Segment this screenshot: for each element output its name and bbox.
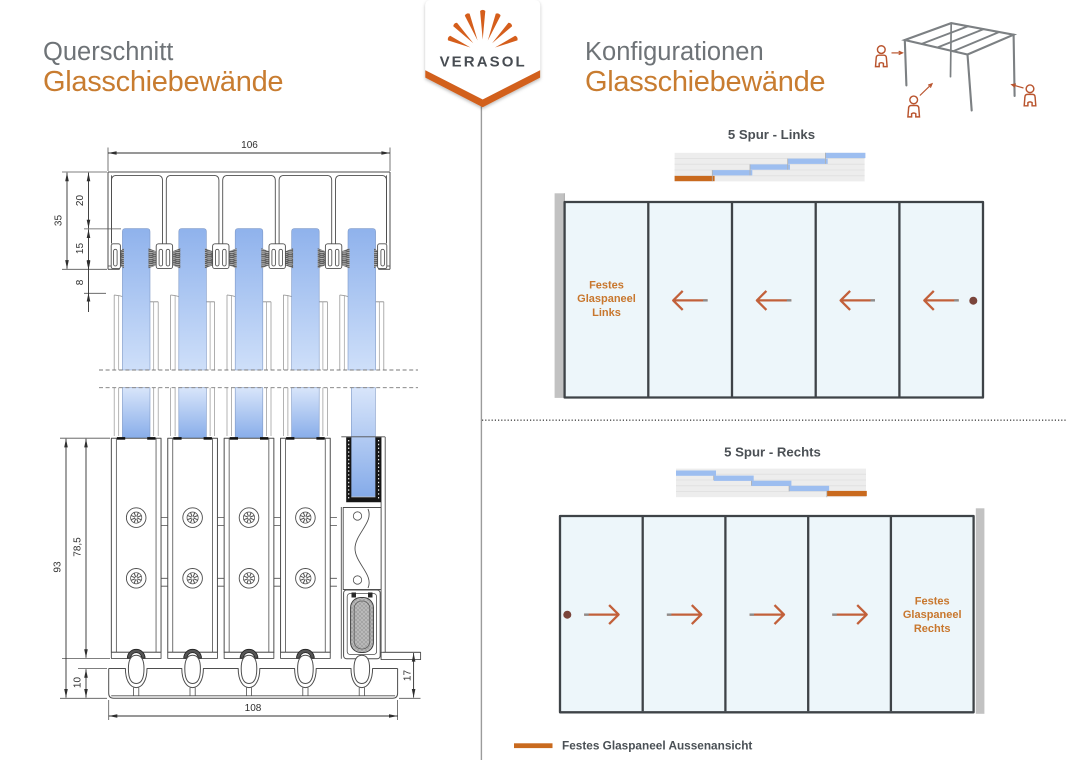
svg-text:Glaspaneel: Glaspaneel (903, 609, 962, 621)
svg-text:35: 35 (54, 215, 65, 227)
svg-text:Rechts: Rechts (914, 623, 951, 635)
svg-text:Glaspaneel: Glaspaneel (577, 293, 636, 305)
svg-text:78,5: 78,5 (73, 537, 84, 557)
svg-text:Festes: Festes (589, 279, 624, 291)
svg-text:5 Spur - Rechts: 5 Spur - Rechts (724, 445, 821, 460)
svg-text:Konfigurationen: Konfigurationen (585, 38, 764, 66)
svg-text:Festes Glaspaneel Aussenansich: Festes Glaspaneel Aussenansicht (562, 739, 752, 753)
svg-text:8: 8 (75, 279, 86, 285)
svg-text:Querschnitt: Querschnitt (43, 38, 173, 66)
svg-text:Glasschiebewände: Glasschiebewände (43, 66, 283, 98)
svg-text:108: 108 (245, 703, 262, 714)
svg-text:5 Spur - Links: 5 Spur - Links (728, 127, 815, 142)
svg-text:20: 20 (75, 195, 86, 207)
svg-text:Links: Links (592, 307, 621, 319)
svg-text:17: 17 (403, 670, 414, 682)
svg-text:93: 93 (53, 561, 64, 573)
svg-text:Festes: Festes (915, 595, 950, 607)
svg-text:10: 10 (73, 677, 84, 689)
svg-text:15: 15 (75, 243, 86, 255)
svg-text:106: 106 (241, 140, 258, 151)
svg-text:VERASOL: VERASOL (440, 54, 527, 71)
svg-text:Glasschiebewände: Glasschiebewände (585, 66, 825, 98)
